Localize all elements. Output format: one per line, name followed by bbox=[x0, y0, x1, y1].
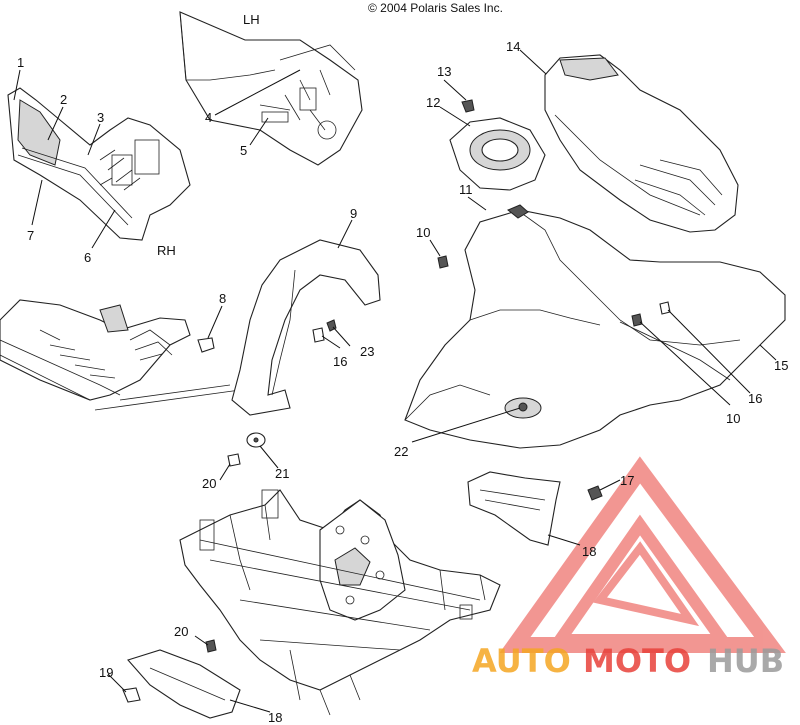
callout-20-bottom: 20 bbox=[174, 624, 188, 639]
callout-16-right: 16 bbox=[748, 391, 762, 406]
callout-18-bottom: 18 bbox=[268, 710, 282, 725]
front-fender bbox=[231, 239, 381, 416]
watermark-moto: MOTO bbox=[583, 642, 691, 680]
callout-10: 10 bbox=[416, 225, 430, 240]
frame bbox=[179, 489, 501, 716]
side-label-lh: LH bbox=[243, 12, 260, 27]
callout-10-right: 10 bbox=[726, 411, 740, 426]
seat bbox=[544, 54, 739, 233]
gas-cap-cover bbox=[449, 99, 546, 191]
small-fasteners bbox=[197, 319, 337, 467]
skid-plate bbox=[122, 639, 241, 719]
callout-18: 18 bbox=[582, 544, 596, 559]
callout-9: 9 bbox=[350, 206, 357, 221]
side-label-rh: RH bbox=[157, 243, 176, 258]
leader-lines bbox=[13, 49, 777, 713]
callout-4: 4 bbox=[205, 110, 212, 125]
callout-23: 23 bbox=[360, 344, 374, 359]
callout-13: 13 bbox=[437, 64, 451, 79]
watermark-text: AUTO MOTO HUB bbox=[472, 642, 784, 680]
footrest bbox=[0, 299, 241, 411]
lh-side-panel bbox=[179, 11, 363, 166]
callout-5: 5 bbox=[240, 143, 247, 158]
callout-1: 1 bbox=[17, 55, 24, 70]
copyright-text: © 2004 Polaris Sales Inc. bbox=[368, 1, 503, 15]
callout-14: 14 bbox=[506, 39, 520, 54]
callout-17: 17 bbox=[620, 473, 634, 488]
front-cab bbox=[404, 204, 786, 449]
watermark-logo bbox=[499, 456, 786, 653]
callout-labels: LH RH 1 2 3 4 5 6 7 8 9 10 11 12 13 14 1… bbox=[17, 12, 788, 725]
rh-side-panel bbox=[7, 87, 191, 241]
callout-7: 7 bbox=[27, 228, 34, 243]
callout-15: 15 bbox=[774, 358, 788, 373]
callout-11: 11 bbox=[459, 182, 473, 197]
callout-22: 22 bbox=[394, 444, 408, 459]
callout-6: 6 bbox=[84, 250, 91, 265]
callout-20: 20 bbox=[202, 476, 216, 491]
callout-2: 2 bbox=[60, 92, 67, 107]
callout-19: 19 bbox=[99, 665, 113, 680]
callout-12: 12 bbox=[426, 95, 440, 110]
watermark-auto: AUTO bbox=[472, 642, 571, 680]
callout-16: 16 bbox=[333, 354, 347, 369]
callout-8: 8 bbox=[219, 291, 226, 306]
callout-3: 3 bbox=[97, 110, 104, 125]
callout-21: 21 bbox=[275, 466, 289, 481]
watermark-hub: HUB bbox=[707, 642, 784, 680]
bracket-right bbox=[467, 471, 603, 546]
